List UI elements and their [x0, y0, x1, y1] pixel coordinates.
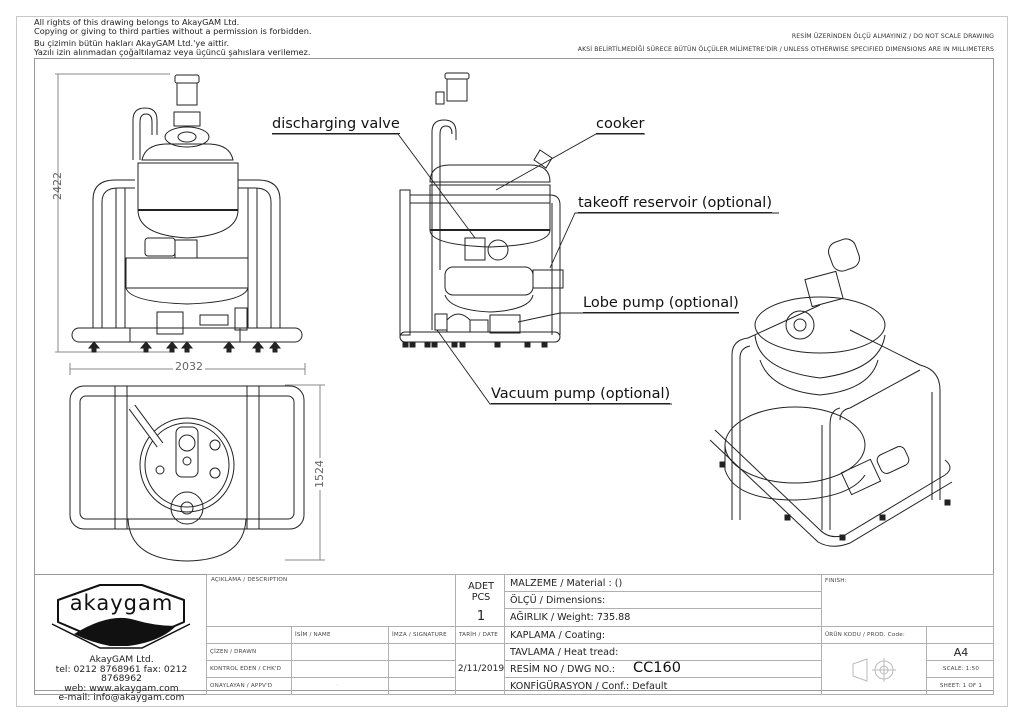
heat-treat-field: TAVLAMA / Heat tread: — [510, 647, 619, 658]
sheet-value: SHEET: 1 OF 1 — [939, 683, 983, 689]
drawn-label: ÇİZEN / DRAWN — [210, 649, 257, 655]
copyright-tr-line-2: Yazılı izin alınmadan çoğaltılamaz veya … — [34, 47, 311, 57]
date-label: TARİH / DATE — [459, 632, 498, 638]
checked-signature-field[interactable] — [388, 660, 456, 678]
company-name: AkayGAM Ltd. — [89, 654, 154, 665]
qty-label-tr: ADET — [468, 581, 494, 592]
config-row: KONFİGÜRASYON / Conf.: Default — [504, 677, 822, 695]
prod-code-label-cell: ÜRÜN KODU / PROD. Code: — [821, 626, 927, 644]
callout-vacuum-pump: Vacuum pump (optional) — [491, 386, 671, 404]
name-column-header: İSİM / NAME — [291, 626, 389, 644]
scale-value: SCALE: 1:50 — [942, 666, 980, 672]
drawn-name-field[interactable] — [291, 643, 389, 661]
approved-row-label: ONAYLAYAN / APPV'D — [206, 677, 292, 695]
qty-value: 1 — [476, 609, 486, 624]
material-row: MALZEME / Material : () — [504, 574, 822, 592]
approved-signature-field[interactable] — [388, 677, 456, 695]
third-angle-projection-icon — [852, 658, 896, 682]
prod-code-field[interactable] — [926, 626, 994, 644]
akaygam-logo — [51, 584, 191, 649]
approved-name-value: - — [336, 682, 339, 688]
coating-row: KAPLAMA / Coating: — [504, 626, 822, 644]
isometric-view-drawing — [709, 238, 953, 547]
paper-size: A4 — [953, 646, 969, 659]
config-field: KONFİGÜRASYON / Conf.: Default — [510, 681, 668, 692]
material-field: MALZEME / Material : () — [510, 578, 623, 589]
heat-treat-row: TAVLAMA / Heat tread: — [504, 643, 822, 661]
quantity-cell: ADET PCS 1 — [455, 574, 505, 627]
signature-column-header: İMZA / SIGNATURE — [388, 626, 456, 644]
logo-wordmark: akaygam — [69, 591, 174, 615]
approved-label: ONAYLAYAN / APPV'D — [210, 683, 273, 689]
date-column-header: TARİH / DATE — [455, 626, 505, 644]
copyright-tr-line-1: Bu çizimin bütün hakları AkayGAM Ltd.'ye… — [34, 38, 230, 48]
side-view-drawing — [399, 72, 564, 348]
drawn-row-label: ÇİZEN / DRAWN — [206, 643, 292, 661]
checked-row-label: KONTROL EDEN / CHK'D — [206, 660, 292, 678]
company-email[interactable]: e-mail: info@akaygam.com — [58, 692, 185, 704]
weight-row: AĞIRLIK / Weight: 735.88 — [504, 608, 822, 627]
drawing-frame — [34, 58, 994, 691]
signature-label: İMZA / SIGNATURE — [392, 632, 447, 638]
front-view-drawing — [55, 73, 303, 353]
copyright-en-line-1: All rights of this drawing belongs to Ak… — [34, 17, 240, 27]
approved-name-field[interactable]: - — [291, 677, 389, 695]
checked-name-field[interactable] — [291, 660, 389, 678]
callout-takeoff-reservoir: takeoff reservoir (optional) — [578, 195, 772, 213]
finish-field[interactable]: FINISH: — [821, 574, 994, 627]
dwg-no-row: RESİM NO / DWG NO.: CC160 — [504, 660, 822, 678]
callout-lobe-pump: Lobe pump (optional) — [583, 295, 739, 313]
do-not-scale-note: RESİM ÜZERİNDEN ÖLÇÜ ALMAYINIZ / DO NOT … — [791, 33, 994, 40]
company-web[interactable]: web: www.akaygam.com — [64, 682, 179, 694]
finish-label: FINISH: — [825, 578, 847, 584]
copyright-notice-en: All rights of this drawing belongs to Ak… — [34, 18, 312, 36]
prod-code-label: ÜRÜN KODU / PROD. Code: — [825, 632, 905, 638]
dwg-no-value: CC160 — [633, 660, 681, 676]
name-label: İSİM / NAME — [295, 632, 331, 638]
copyright-en-line-2: Copying or giving to third parties witho… — [34, 26, 312, 36]
coating-field: KAPLAMA / Coating: — [510, 630, 606, 641]
description-label: AÇIKLAMA / DESCRIPTION — [211, 577, 288, 583]
copyright-notice-tr: Bu çizimin bütün hakları AkayGAM Ltd.'ye… — [34, 39, 310, 57]
dimensions-field: ÖLÇÜ / Dimensions: — [510, 595, 606, 606]
sheet-cell: SHEET: 1 OF 1 — [926, 677, 994, 695]
drawn-signature-field[interactable] — [388, 643, 456, 661]
qty-label-en: PCS — [471, 592, 491, 603]
date-value: 2/11/2019 — [457, 664, 505, 674]
callout-discharging-valve: discharging valve — [272, 116, 400, 134]
date-value-cell[interactable]: 2/11/2019 — [455, 643, 505, 695]
paper-size-cell: A4 — [926, 643, 994, 661]
projection-cell — [821, 643, 927, 695]
company-block: akaygam AkayGAM Ltd. tel: 0212 8768961 f… — [34, 574, 207, 702]
scale-cell: SCALE: 1:50 — [926, 660, 994, 678]
top-width-dimension: 2032 — [173, 360, 205, 373]
checked-label: KONTROL EDEN / CHK'D — [210, 666, 282, 672]
callout-cooker: cooker — [596, 116, 645, 134]
dimensions-row: ÖLÇÜ / Dimensions: — [504, 591, 822, 609]
top-view-drawing — [69, 363, 325, 562]
units-note: AKSİ BELİRTİLMEDİĞİ SÜRECE BÜTÜN ÖLÇÜLER… — [577, 46, 994, 53]
weight-field: AĞIRLIK / Weight: 735.88 — [510, 612, 631, 623]
dwg-no-label: RESİM NO / DWG NO.: — [510, 664, 616, 675]
company-phone: tel: 0212 8768961 fax: 0212 8768962 — [55, 663, 188, 685]
description-field[interactable]: AÇIKLAMA / DESCRIPTION — [206, 574, 456, 627]
names-header-blank — [206, 626, 292, 644]
sheet-outer-border — [16, 16, 1008, 707]
